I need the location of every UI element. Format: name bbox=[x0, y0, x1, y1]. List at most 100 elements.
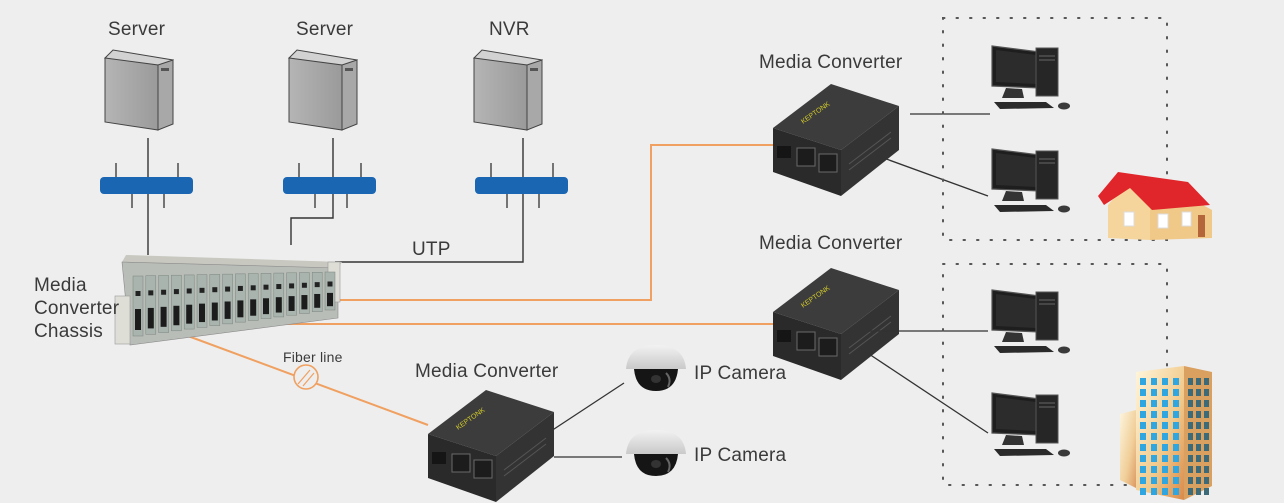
building-window bbox=[1204, 378, 1209, 385]
building-window bbox=[1162, 455, 1168, 462]
building-window bbox=[1173, 488, 1179, 495]
building-window bbox=[1188, 444, 1193, 451]
building-window bbox=[1162, 378, 1168, 385]
media-converter-middle-icon bbox=[772, 267, 900, 381]
ip-camera-1-icon bbox=[625, 344, 687, 392]
building-window bbox=[1173, 477, 1179, 484]
building-window bbox=[1173, 433, 1179, 440]
building-window bbox=[1196, 488, 1201, 495]
building-window bbox=[1188, 400, 1193, 407]
chassis-slot bbox=[132, 275, 144, 337]
building-window bbox=[1204, 422, 1209, 429]
chassis-slot bbox=[273, 272, 285, 318]
building-window bbox=[1188, 455, 1193, 462]
fiber-arrows-icon bbox=[297, 369, 315, 387]
server-1-label: Server bbox=[108, 19, 166, 40]
building-window bbox=[1188, 466, 1193, 473]
building-window bbox=[1162, 444, 1168, 451]
chassis-slot bbox=[260, 273, 272, 319]
building-window bbox=[1162, 422, 1168, 429]
building-window bbox=[1151, 488, 1157, 495]
building-window bbox=[1196, 411, 1201, 418]
building-window bbox=[1140, 411, 1146, 418]
building-window bbox=[1162, 389, 1168, 396]
building-window bbox=[1173, 455, 1179, 462]
building-window bbox=[1196, 466, 1201, 473]
building-window bbox=[1196, 433, 1201, 440]
building-window bbox=[1173, 378, 1179, 385]
building-window bbox=[1140, 444, 1146, 451]
building-window bbox=[1140, 389, 1146, 396]
chassis-slot bbox=[222, 273, 233, 325]
building-window bbox=[1196, 389, 1201, 396]
building-window bbox=[1204, 433, 1209, 440]
building-window bbox=[1151, 378, 1157, 385]
lan-links bbox=[547, 113, 990, 458]
building-window bbox=[1162, 400, 1168, 407]
building-window bbox=[1140, 422, 1146, 429]
computer-1-icon bbox=[991, 45, 1071, 111]
building-window bbox=[1196, 455, 1201, 462]
building-window bbox=[1140, 400, 1146, 407]
building-window bbox=[1162, 466, 1168, 473]
chassis-slot bbox=[247, 273, 259, 321]
chassis-slot bbox=[196, 274, 208, 328]
building-window bbox=[1140, 488, 1146, 495]
building-window bbox=[1151, 389, 1157, 396]
chassis-label: Media Converter Chassis bbox=[34, 275, 120, 342]
building-window bbox=[1204, 444, 1209, 451]
building-window bbox=[1188, 378, 1193, 385]
chassis-slot bbox=[286, 272, 297, 316]
building-window bbox=[1204, 488, 1209, 495]
building-window bbox=[1173, 466, 1179, 473]
hub-2-icon bbox=[282, 162, 377, 209]
building-window bbox=[1204, 466, 1209, 473]
building-window bbox=[1140, 378, 1146, 385]
building-window bbox=[1140, 433, 1146, 440]
building-window bbox=[1162, 477, 1168, 484]
building-window bbox=[1162, 411, 1168, 418]
building-window bbox=[1151, 444, 1157, 451]
building-window bbox=[1162, 488, 1168, 495]
media-converter-bottom-label: Media Converter bbox=[415, 361, 559, 382]
building-window bbox=[1204, 455, 1209, 462]
building-window bbox=[1196, 378, 1201, 385]
ip-camera-1-label: IP Camera bbox=[694, 363, 787, 384]
building-window bbox=[1204, 411, 1209, 418]
media-converter-middle-label: Media Converter bbox=[759, 233, 903, 254]
chassis-slot bbox=[324, 271, 336, 311]
building-window bbox=[1188, 411, 1193, 418]
building-window bbox=[1196, 422, 1201, 429]
chassis-slot bbox=[171, 274, 182, 332]
hub-3-icon bbox=[474, 162, 569, 209]
hub-1-icon bbox=[99, 162, 194, 209]
building-window bbox=[1151, 466, 1157, 473]
house-icon bbox=[1098, 172, 1212, 240]
building-window bbox=[1196, 400, 1201, 407]
building-window bbox=[1140, 466, 1146, 473]
chassis-slot bbox=[311, 272, 323, 312]
building-window bbox=[1151, 477, 1157, 484]
nvr-icon bbox=[473, 49, 543, 131]
building-window bbox=[1173, 444, 1179, 451]
computer-2-icon bbox=[991, 148, 1071, 214]
building-window bbox=[1151, 422, 1157, 429]
building-window bbox=[1188, 477, 1193, 484]
building-window bbox=[1151, 455, 1157, 462]
chassis-slot bbox=[209, 274, 221, 326]
building-window bbox=[1173, 389, 1179, 396]
building-window bbox=[1188, 433, 1193, 440]
building-window bbox=[1204, 477, 1209, 484]
building-window bbox=[1151, 411, 1157, 418]
building-window bbox=[1204, 400, 1209, 407]
ip-camera-2-icon bbox=[625, 429, 687, 477]
building-window bbox=[1162, 433, 1168, 440]
fiber-line-label: Fiber line bbox=[283, 349, 343, 365]
chassis-slot bbox=[183, 274, 195, 330]
chassis-slot bbox=[299, 272, 310, 314]
building-window bbox=[1196, 477, 1201, 484]
building-window bbox=[1204, 389, 1209, 396]
building-window bbox=[1140, 455, 1146, 462]
office-building-icon bbox=[1120, 366, 1212, 500]
